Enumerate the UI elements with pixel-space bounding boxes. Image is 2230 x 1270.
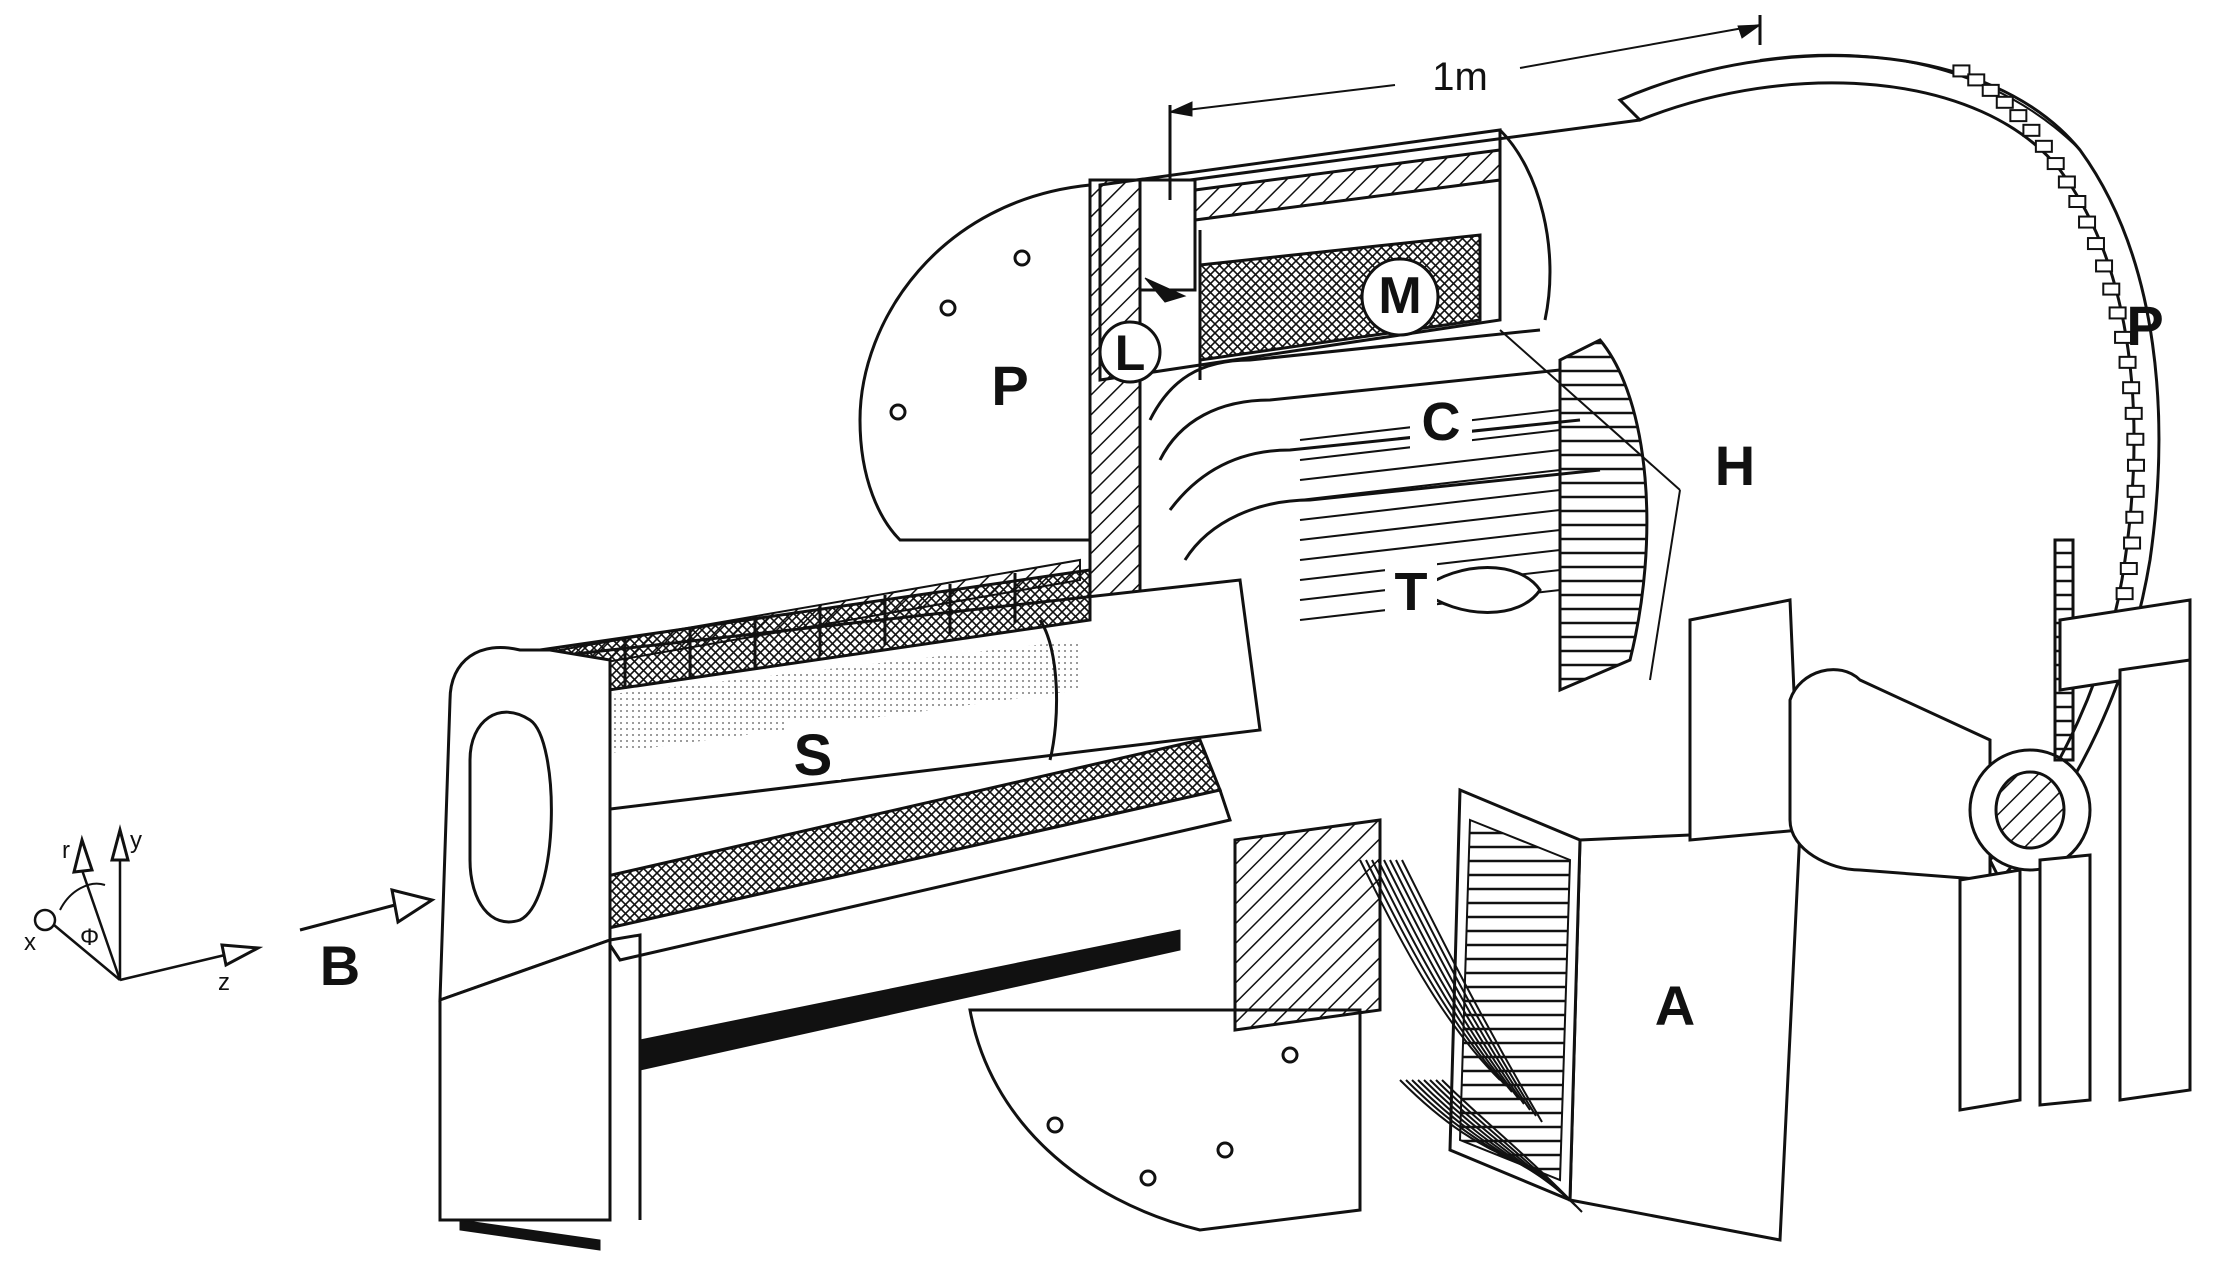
label-t: T	[1395, 562, 1428, 622]
label-m: M	[1378, 267, 1421, 325]
ring-tooth	[2114, 330, 2133, 344]
bolt-hole	[1216, 1141, 1234, 1159]
label-s: S	[794, 723, 833, 788]
ring-tooth	[2126, 432, 2145, 446]
block-a	[1448, 598, 1802, 1242]
cable	[1359, 859, 1501, 1081]
bolt-hole	[939, 299, 957, 317]
cable	[1389, 859, 1531, 1111]
axis-label-x: x	[24, 929, 36, 956]
cable-bundle	[1359, 859, 1583, 1213]
c-line	[1299, 489, 1561, 521]
ring-tooth	[2123, 536, 2142, 550]
label-c-bg	[1410, 395, 1472, 451]
ring-tooth	[2122, 381, 2141, 395]
ring-tooth	[1995, 95, 2014, 109]
end-plate-bottom	[968, 818, 1382, 1232]
label-t-bg	[1385, 563, 1437, 619]
ring-tooth	[2125, 510, 2144, 524]
beam-arrow: B	[299, 887, 436, 997]
bolt-hole	[1013, 249, 1031, 267]
bolt-hole	[1281, 1046, 1299, 1064]
ring-tooth	[2124, 406, 2143, 420]
ring-tooth	[2118, 355, 2137, 369]
flange	[1088, 178, 1197, 622]
ring-tooth	[2115, 587, 2134, 601]
c-line	[1299, 469, 1561, 501]
ring-tooth	[2102, 282, 2121, 296]
cable	[1365, 859, 1507, 1087]
inner-sections	[1148, 328, 1649, 693]
cable	[1441, 1079, 1583, 1213]
ring-tooth	[2126, 484, 2145, 498]
cable	[1435, 1079, 1577, 1207]
scale-bar: 1m	[1168, 15, 1762, 200]
c-line	[1299, 529, 1561, 561]
bolt-hole	[1139, 1169, 1157, 1187]
axis-label-y: y	[130, 827, 142, 854]
ring-tooth	[2057, 175, 2076, 189]
ring-tooth	[2126, 458, 2145, 472]
x-axis	[47, 919, 121, 981]
cable	[1383, 859, 1525, 1105]
ring-tooth	[1967, 73, 1986, 87]
ring-teeth	[1952, 64, 2145, 601]
scale-bar-label: 1m	[1432, 55, 1488, 99]
ring-tooth	[2009, 109, 2028, 123]
end-plate-left	[858, 183, 1092, 542]
label-b: B	[320, 934, 360, 997]
z-axis	[119, 953, 226, 982]
cable	[1401, 859, 1543, 1123]
ring-tooth	[2034, 139, 2053, 153]
ring-tooth	[2095, 259, 2114, 273]
label-m-circle	[1360, 257, 1440, 337]
ring-tooth	[2078, 215, 2097, 229]
ring-tooth	[1952, 64, 1971, 78]
bolt-hole	[1046, 1116, 1064, 1134]
c-line	[1299, 449, 1561, 481]
ring-tooth	[2119, 562, 2138, 576]
label-l: L	[1115, 325, 1146, 381]
coordinate-axes: r y x z Φ	[24, 824, 264, 996]
ring-tooth	[2108, 306, 2127, 320]
label-p-left: P	[991, 354, 1028, 417]
label-s-bg	[785, 720, 841, 780]
front-end-cap	[438, 645, 642, 1251]
label-l-circle	[1098, 320, 1162, 384]
label-leaders	[1499, 329, 1681, 681]
label-c: C	[1422, 392, 1461, 452]
bolt-hole	[889, 403, 907, 421]
cable	[1371, 859, 1513, 1093]
spectrometer-tube	[518, 558, 1262, 822]
ring-tooth	[2046, 157, 2065, 171]
ring-tooth	[2086, 237, 2105, 251]
label-a: A	[1655, 974, 1695, 1037]
lower-tray	[588, 738, 1232, 1071]
c-line	[1299, 509, 1561, 541]
label-p-right: P	[2126, 294, 2163, 357]
ring-tooth	[2022, 123, 2041, 137]
cable	[1377, 859, 1519, 1099]
label-h: H	[1715, 434, 1755, 497]
axis-label-r: r	[62, 837, 70, 864]
axis-label-z: z	[218, 969, 230, 996]
cable	[1395, 859, 1537, 1117]
ring-tooth	[1981, 83, 2000, 97]
r-axis	[80, 869, 122, 981]
ring-tooth	[2068, 195, 2087, 209]
right-support	[1788, 538, 2192, 1112]
part-labels: M L P P C H T S A	[785, 257, 2164, 1037]
axis-label-phi: Φ	[80, 924, 99, 951]
